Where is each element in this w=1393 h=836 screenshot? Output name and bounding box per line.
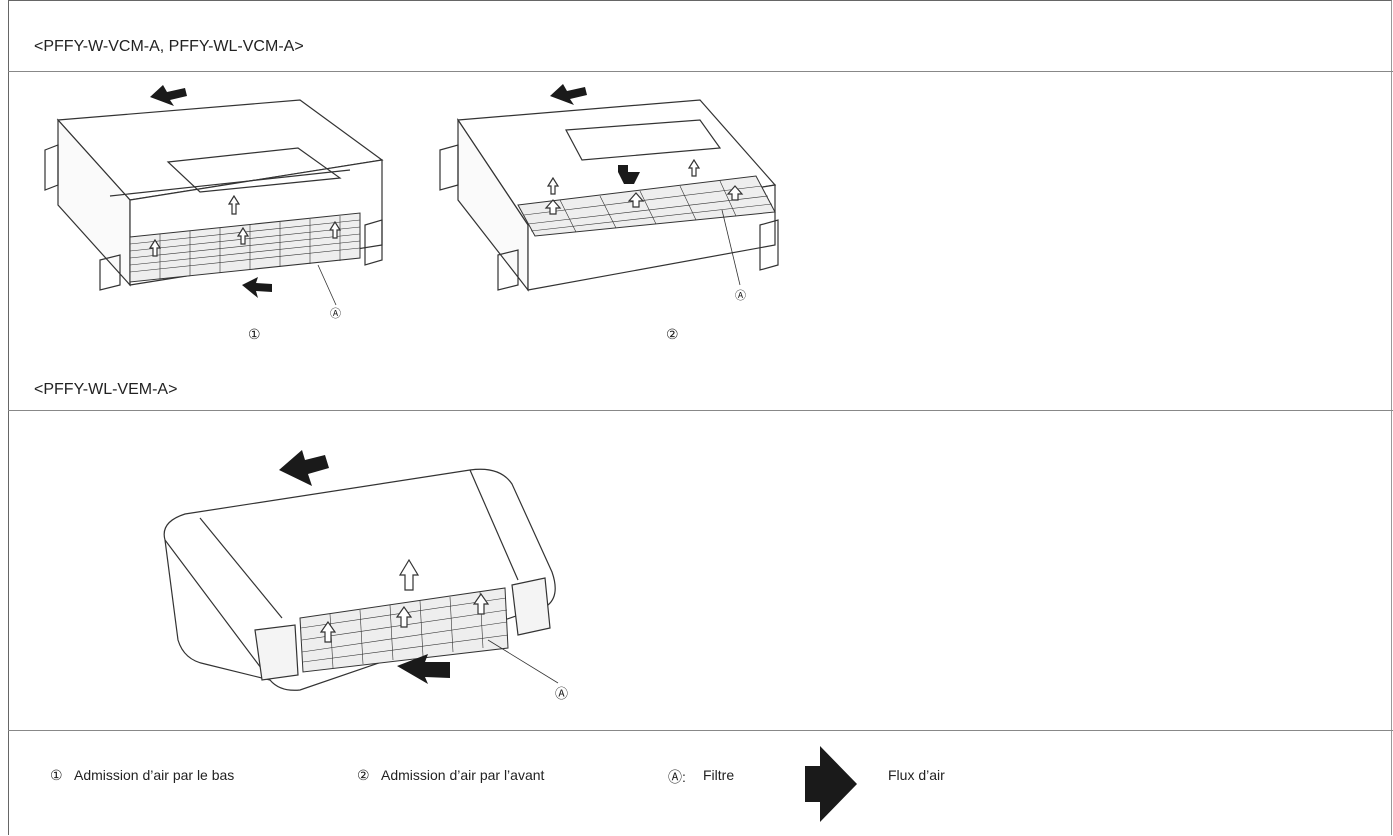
legend-marker-1: ① bbox=[50, 767, 63, 783]
callout-leader bbox=[487, 639, 559, 684]
legend-text-filter: Filtre bbox=[703, 767, 735, 783]
callout-filter-fig1: Ⓐ bbox=[330, 308, 341, 320]
page-frame bbox=[8, 0, 1392, 835]
legend-marker-2: ② bbox=[357, 767, 370, 783]
section-title-vcm: <PFFY-W-VCM-A, PFFY-WL-VCM-A> bbox=[34, 38, 304, 55]
filter-grille bbox=[129, 212, 361, 283]
divider bbox=[8, 410, 1393, 411]
airflow-arrows bbox=[150, 85, 272, 298]
callout-leader bbox=[317, 264, 337, 306]
filter-grille bbox=[517, 175, 776, 237]
divider bbox=[8, 71, 1393, 72]
legend-marker-filter: Ⓐ: bbox=[668, 769, 686, 785]
airflow-arrows bbox=[279, 450, 450, 684]
intake-outline-arrows bbox=[544, 158, 744, 215]
legend-text-front-intake: Admission d’air par l’avant bbox=[381, 767, 545, 783]
legend-text-bottom-intake: Admission d’air par le bas bbox=[74, 767, 235, 783]
figure-caption-1: ① bbox=[248, 326, 261, 342]
figure-caption-2: ② bbox=[666, 326, 679, 342]
intake-outline-arrows bbox=[319, 558, 490, 643]
section-title-vem: <PFFY-WL-VEM-A> bbox=[34, 381, 178, 398]
divider bbox=[8, 730, 1393, 731]
callout-filter-fig2: Ⓐ bbox=[735, 290, 746, 302]
intake-outline-arrows bbox=[148, 194, 342, 257]
airflow-arrows bbox=[550, 84, 640, 184]
legend-text-airflow: Flux d’air bbox=[888, 767, 945, 783]
callout-filter-fig3: Ⓐ bbox=[555, 686, 569, 701]
callout-leader bbox=[721, 209, 741, 286]
